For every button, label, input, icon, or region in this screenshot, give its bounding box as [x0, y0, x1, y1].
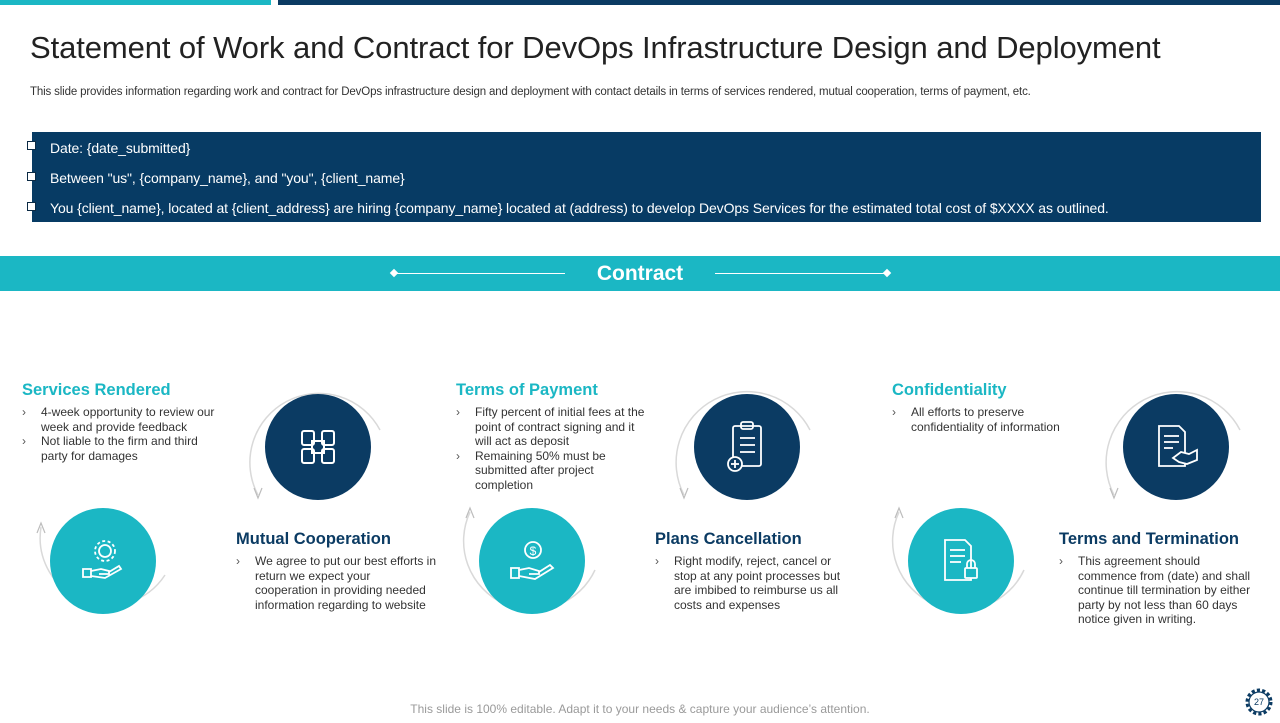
- top-accent-navy: [278, 0, 1280, 5]
- page-number: 27: [1253, 697, 1264, 707]
- bullet-square: [27, 141, 36, 150]
- chevron-right-icon: ›: [456, 448, 460, 463]
- terms-of-payment-title: Terms of Payment: [456, 381, 598, 399]
- slide-title: Statement of Work and Contract for DevOp…: [30, 30, 1161, 65]
- terms-of-payment-circle: [694, 394, 800, 500]
- list-item: ›Remaining 50% must be submitted after p…: [456, 448, 606, 492]
- terms-of-payment-list: ›Fifty percent of initial fees at the po…: [456, 405, 651, 492]
- mutual-cooperation-teal-circle: $: [479, 508, 585, 614]
- chevron-right-icon: ›: [892, 405, 896, 419]
- terms-termination-list: ›This agreement should commence from (da…: [1059, 554, 1259, 627]
- arc-decoration: [249, 392, 381, 500]
- info-date: Date: {date_submitted}: [50, 140, 191, 156]
- top-accent-teal: [0, 0, 271, 5]
- slide-subtitle: This slide provides information regardin…: [30, 86, 1031, 98]
- mutual-cooperation-title: Mutual Cooperation: [236, 530, 391, 548]
- plans-cancellation-list: ›Right modify, reject, cancel or stop at…: [655, 554, 855, 612]
- list-item: ›Fifty percent of initial fees at the po…: [456, 405, 645, 448]
- arc-decoration: [1105, 390, 1241, 500]
- chevron-right-icon: ›: [655, 554, 659, 568]
- contract-handshake-icon: [1158, 425, 1198, 467]
- teamwork-hands-icon: [301, 430, 335, 464]
- terms-termination-title: Terms and Termination: [1059, 530, 1240, 548]
- chevron-right-icon: ›: [1059, 554, 1063, 568]
- list-item: ›We agree to put our best efforts in ret…: [236, 554, 436, 612]
- services-rendered-circle: [50, 508, 156, 614]
- arc-decoration: [675, 390, 811, 500]
- gear-hand-icon: [82, 540, 123, 579]
- band-line-right: [715, 273, 887, 274]
- confidentiality-title: Confidentiality: [892, 381, 1007, 399]
- list-item: ›4-week opportunity to review our week a…: [22, 405, 215, 434]
- chevron-right-icon: ›: [236, 554, 240, 568]
- terms-termination-circle: [1123, 394, 1229, 500]
- chevron-right-icon: ›: [456, 405, 460, 419]
- info-engagement: You {client_name}, located at {client_ad…: [50, 200, 1109, 216]
- list-item: ›Right modify, reject, cancel or stop at…: [655, 554, 841, 612]
- plans-cancellation-title: Plans Cancellation: [655, 530, 802, 548]
- chevron-right-icon: ›: [22, 405, 26, 419]
- info-parties: Between "us", {company_name}, and "you",…: [50, 170, 405, 186]
- services-rendered-title: Services Rendered: [22, 381, 171, 399]
- dollar-hand-icon: $: [510, 541, 555, 580]
- mutual-cooperation-list: ›We agree to put our best efforts in ret…: [236, 554, 436, 612]
- contract-info-box: Date: {date_submitted} Between "us", {co…: [27, 132, 1261, 222]
- chevron-right-icon: ›: [22, 434, 26, 448]
- document-lock-icon: [944, 539, 978, 581]
- bullet-square: [27, 172, 36, 181]
- clipboard-plus-icon: [727, 421, 762, 472]
- band-line-left: [395, 273, 565, 274]
- services-rendered-list: ›4-week opportunity to review our week a…: [22, 405, 227, 463]
- svg-text:$: $: [530, 544, 537, 558]
- bullet-square: [27, 202, 36, 211]
- confidentiality-list: ›All efforts to preserve confidentiality…: [892, 405, 1087, 434]
- footer-note: This slide is 100% editable. Adapt it to…: [410, 702, 870, 716]
- confidentiality-circle: [908, 508, 1014, 614]
- mutual-cooperation-circle: [265, 394, 371, 500]
- list-item: ›This agreement should commence from (da…: [1059, 554, 1251, 626]
- page-number-badge: 27: [1243, 686, 1275, 718]
- contract-band: Contract: [0, 256, 1280, 291]
- list-item: ›All efforts to preserve confidentiality…: [892, 405, 1060, 434]
- contract-heading: Contract: [596, 262, 684, 285]
- gear-icon: [1245, 688, 1273, 716]
- list-item: ›Not liable to the firm and third party …: [22, 434, 198, 463]
